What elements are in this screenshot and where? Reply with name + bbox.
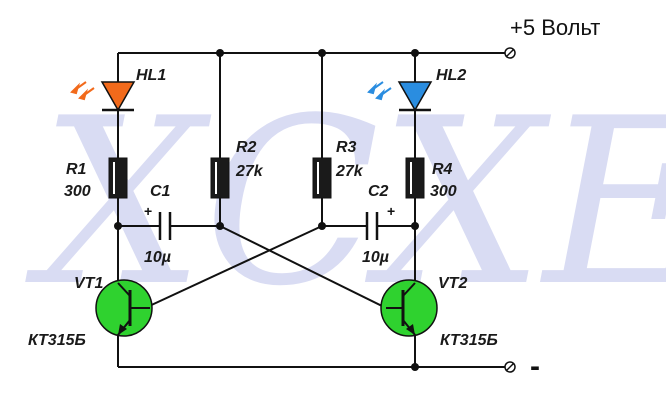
positive-terminal[interactable]	[504, 47, 516, 59]
resistor-r1	[108, 157, 128, 199]
junction-dots	[114, 49, 419, 371]
resistor-r4	[405, 157, 425, 199]
vt1-name: VT1	[74, 275, 103, 292]
hl1-label: HL1	[136, 67, 166, 84]
negative-supply-label: -	[530, 350, 540, 383]
light-rays-icon	[367, 81, 392, 101]
vt2-name: VT2	[438, 275, 467, 292]
r1-value: 300	[64, 183, 91, 200]
c1-polarity: +	[144, 203, 152, 219]
capacitor-c2	[365, 212, 379, 240]
resistor-r2	[210, 157, 230, 199]
c2-value: 10µ	[362, 249, 389, 266]
vt1-model: КТ315Б	[28, 332, 86, 349]
resistor-r3	[312, 157, 332, 199]
r1-name: R1	[66, 161, 87, 178]
c1-value: 10µ	[144, 249, 171, 266]
light-rays-icon	[70, 81, 95, 101]
hl2-label: HL2	[436, 67, 466, 84]
r2-name: R2	[236, 139, 257, 156]
transistor-vt1	[95, 279, 153, 337]
c2-name: C2	[368, 183, 389, 200]
r4-name: R4	[432, 161, 453, 178]
c2-polarity: +	[387, 203, 395, 219]
vt2-model: КТ315Б	[440, 332, 498, 349]
r4-value: 300	[430, 183, 457, 200]
r3-value: 27k	[335, 163, 364, 180]
positive-supply-label: +5 Вольт	[510, 15, 600, 40]
capacitor-c1	[158, 212, 172, 240]
led-hl2	[367, 81, 433, 112]
negative-terminal[interactable]	[504, 361, 516, 373]
led-hl1	[70, 81, 136, 112]
r3-name: R3	[336, 139, 357, 156]
r2-value: 27k	[235, 163, 264, 180]
transistor-vt2	[380, 279, 438, 337]
c1-name: C1	[150, 183, 171, 200]
